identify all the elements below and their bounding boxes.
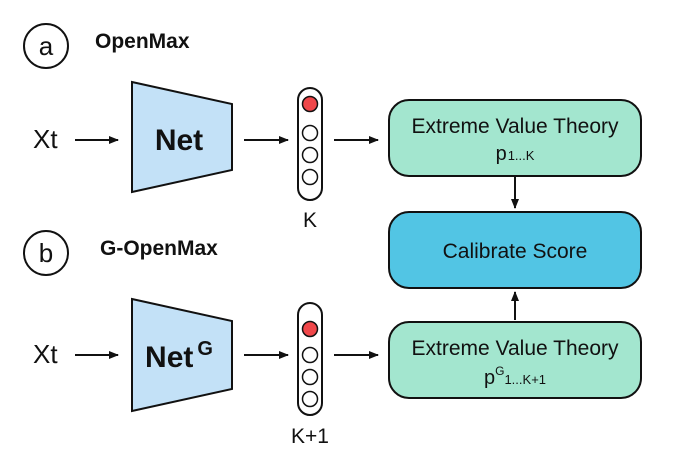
panel-b-evt-title: Extreme Value Theory [412,337,619,360]
panel-b-badge [23,230,69,276]
panel-b-title: G-OpenMax [100,237,218,260]
panel-b-neuron [301,390,319,408]
panel-a-neuron-active [301,95,319,113]
panel-a-title: OpenMax [95,30,190,53]
panel-b-input-label: Xt [33,339,58,369]
panel-b-evt-box [388,321,642,399]
panel-a-evt-box [388,99,642,177]
panel-a-neuron [301,146,319,164]
panel-b-vector-label: K+1 [291,425,329,448]
panel-a-badge-letter: a [39,31,54,61]
panel-a-net-block [131,80,233,194]
panel-a-evt-title: Extreme Value Theory [412,115,619,138]
calibrate-score-label: Calibrate Score [443,240,588,263]
panel-a-input-label: Xt [33,124,58,154]
panel-a-vector-label: K [303,209,317,232]
calibrate-score-box [388,211,642,289]
panel-a-badge [23,23,69,69]
panel-b-evt-formula: pG1...K+1 [484,364,546,389]
panel-a-neuron [301,168,319,186]
panel-b-neuron-active [301,320,319,338]
panel-a-evt-formula: p1...K [496,143,535,165]
panel-b-neuron [301,346,319,364]
panel-b-badge-letter: b [39,238,53,268]
panel-a-neuron [301,124,319,142]
panel-b-neuron [301,368,319,386]
panel-a: a OpenMax Xt Net K Extreme Value Theory … [23,23,642,232]
panel-b-net-block [131,297,233,413]
panel-a-net-label: Net [155,124,203,157]
